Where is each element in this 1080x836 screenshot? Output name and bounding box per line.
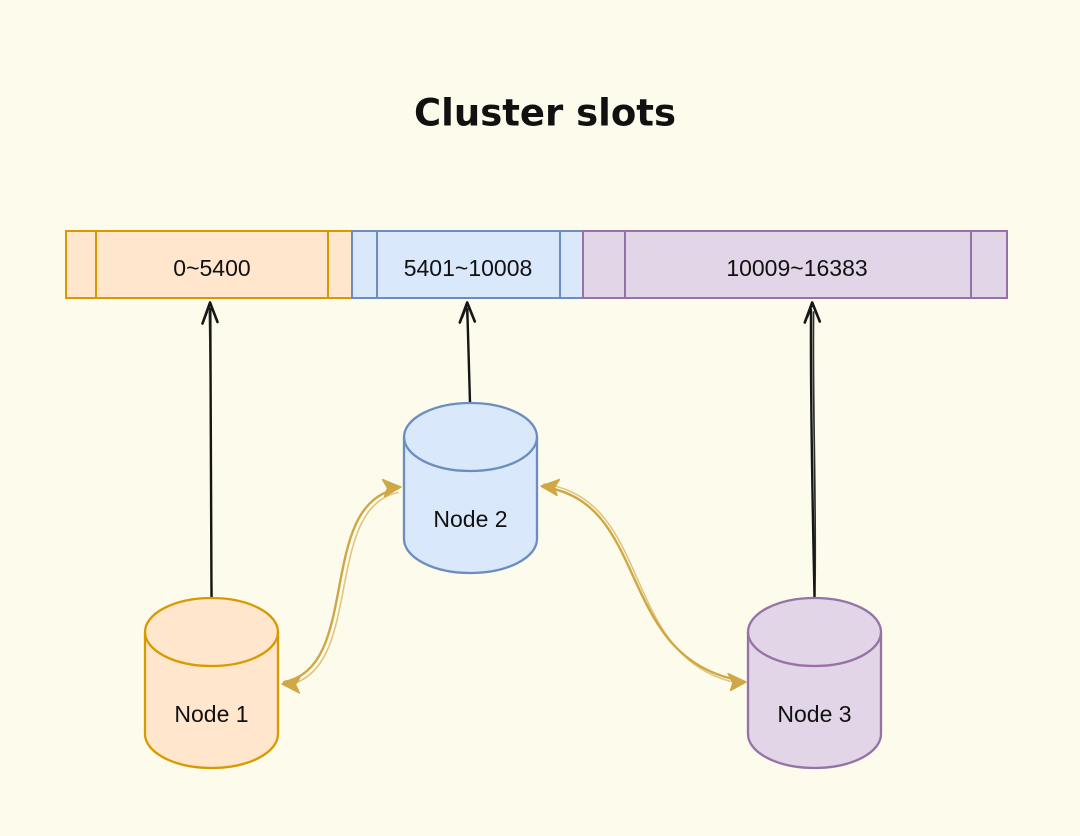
slot-range-label-orange: 0~5400 — [173, 255, 250, 281]
slot-range-label-purple: 10009~16383 — [726, 255, 867, 281]
arrowhead-up-icon — [461, 303, 474, 319]
slot-segment-purple-rect — [582, 230, 1008, 299]
arrowhead-right-icon — [727, 672, 747, 692]
nodes: Node 1 Node 2 Node 3 — [143, 401, 883, 770]
slot-range-label-blue: 5401~10008 — [404, 255, 533, 281]
node-2-label: Node 2 — [433, 506, 507, 532]
node2-node3-link-arrow — [540, 478, 747, 692]
node3-to-slots-arrow — [803, 301, 822, 599]
slot-segment-blue-rect — [351, 230, 584, 299]
arrowhead-up-icon — [204, 303, 217, 319]
arrowhead-up-icon — [806, 303, 819, 319]
node2-to-slots-arrow — [458, 301, 477, 405]
slot-assignment-arrows — [201, 301, 822, 600]
node-2-cylinder: Node 2 — [402, 401, 539, 575]
node-2-body — [402, 401, 539, 575]
slot-segment-purple: 10009~16383 — [582, 230, 1008, 299]
node1-to-slots-arrow — [201, 301, 219, 600]
slot-segment-orange: 0~5400 — [65, 230, 353, 299]
node-1-label: Node 1 — [174, 701, 248, 727]
node-3-rim — [746, 631, 883, 668]
node-3-cylinder: Node 3 — [746, 596, 883, 770]
slot-bar: 0~5400 5401~10008 10009~16383 — [65, 230, 1008, 299]
arrowhead-left-icon — [281, 674, 302, 694]
arrowhead-right-icon — [381, 478, 402, 498]
node-3-label: Node 3 — [777, 701, 851, 727]
node1-node2-link-arrow — [281, 478, 402, 694]
node-link-arrows — [281, 478, 747, 694]
node-1-rim — [143, 631, 280, 668]
node-1-body — [143, 596, 280, 770]
node-3-body — [746, 596, 883, 770]
node-1-cylinder: Node 1 — [143, 596, 280, 770]
diagram-title: Cluster slots — [414, 92, 676, 135]
slot-segment-blue: 5401~10008 — [351, 230, 584, 299]
slot-segment-orange-rect — [65, 230, 353, 299]
arrowhead-left-icon — [540, 478, 561, 497]
node-2-rim — [402, 436, 539, 473]
